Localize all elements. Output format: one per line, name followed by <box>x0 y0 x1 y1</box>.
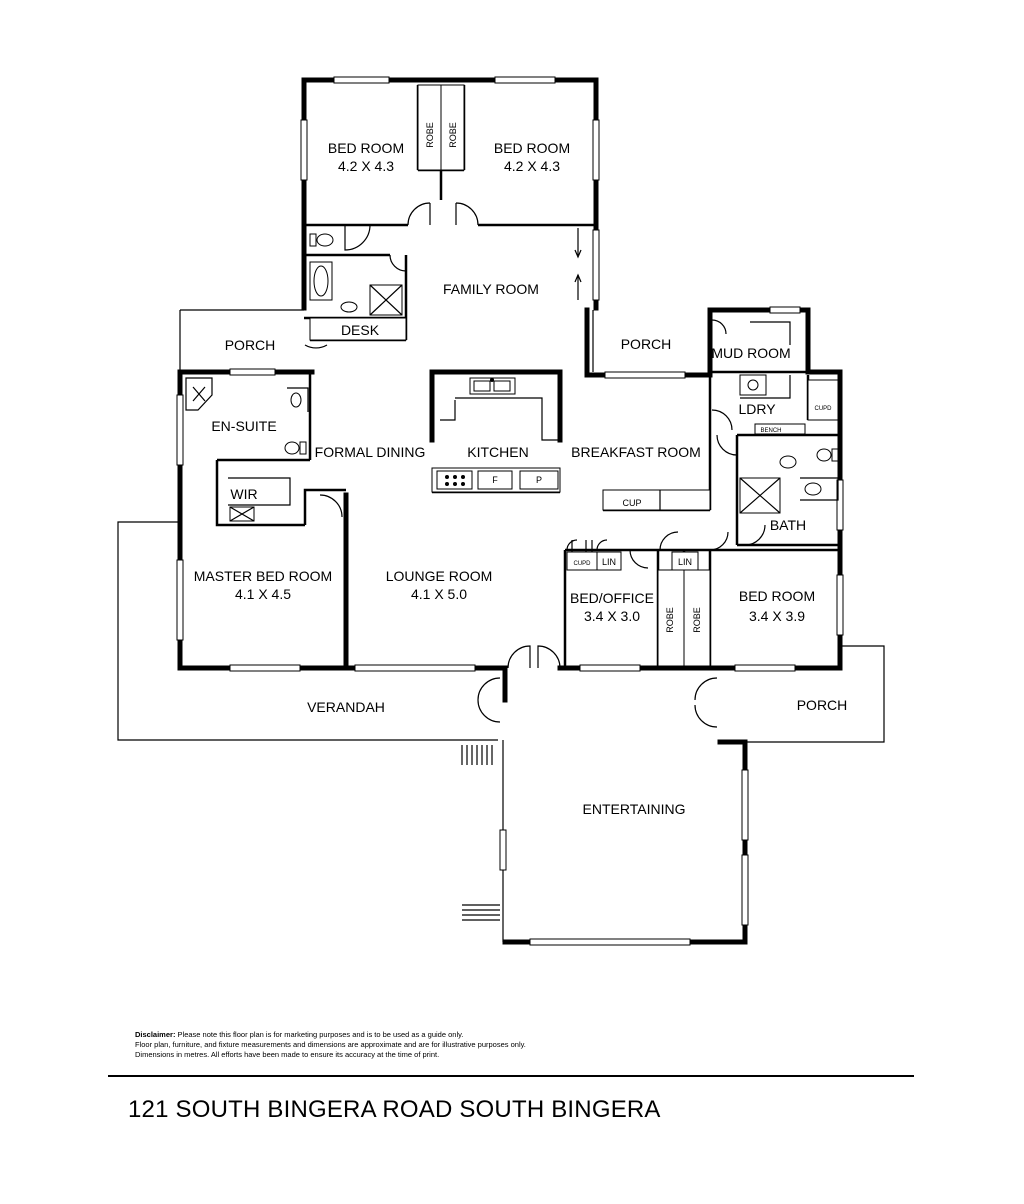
bed-office-name: BED/OFFICE <box>570 590 654 606</box>
windows <box>176 76 844 946</box>
disclaimer-label: Disclaimer: <box>135 1030 176 1039</box>
disclaimer: Disclaimer: Please note this floor plan … <box>135 1030 695 1060</box>
disclaimer-line2: Floor plan, furniture, and fixture measu… <box>135 1040 526 1049</box>
cupd-hall-label: CUPD <box>573 561 591 567</box>
property-address: 121 SOUTH BINGERA ROAD SOUTH BINGERA <box>128 1096 661 1123</box>
breakfast-room-label: BREAKFAST ROOM <box>571 444 701 460</box>
ldry-label: LDRY <box>738 401 776 417</box>
sliding-door-arrows <box>574 228 582 300</box>
family-room-label: FAMILY ROOM <box>443 281 539 297</box>
disclaimer-line1: Please note this floor plan is for marke… <box>175 1030 464 1039</box>
floor-plan: BED ROOM 4.2 X 4.3 BED ROOM 4.2 X 4.3 RO… <box>117 76 885 946</box>
bed3-name: BED ROOM <box>739 588 815 604</box>
pantry-label: P <box>536 475 542 485</box>
bed2-dims: 4.2 X 4.3 <box>504 158 560 174</box>
master-bed-dims: 4.1 X 4.5 <box>235 586 291 602</box>
bed-office-dims: 3.4 X 3.0 <box>584 608 640 624</box>
bed1-name: BED ROOM <box>328 140 404 156</box>
ensuite-label: EN-SUITE <box>211 418 276 434</box>
bed3-dims: 3.4 X 3.9 <box>749 608 805 624</box>
robe4-label: ROBE <box>692 607 702 633</box>
bench-label: BENCH <box>760 428 781 434</box>
master-bed-name: MASTER BED ROOM <box>194 568 332 584</box>
mud-room-label: MUD ROOM <box>711 345 790 361</box>
lin2-label: LIN <box>678 557 692 567</box>
fridge-label: F <box>492 475 498 485</box>
porch-mid-label: PORCH <box>621 336 672 352</box>
wir-label: WIR <box>230 486 257 502</box>
robe1-label: ROBE <box>425 122 435 148</box>
lin1-label: LIN <box>602 557 616 567</box>
robe2-label: ROBE <box>448 122 458 148</box>
bed2-name: BED ROOM <box>494 140 570 156</box>
cup-label: CUP <box>622 498 641 508</box>
porch-left-label: PORCH <box>225 337 276 353</box>
formal-dining-label: FORMAL DINING <box>315 444 426 460</box>
desk-label: DESK <box>341 322 380 338</box>
bed1-dims: 4.2 X 4.3 <box>338 158 394 174</box>
disclaimer-line3: Dimensions in metres. All efforts have b… <box>135 1050 440 1059</box>
fixtures <box>185 84 839 921</box>
doors <box>304 202 766 728</box>
verandah-label: VERANDAH <box>307 699 385 715</box>
outdoor-outlines <box>117 309 885 942</box>
lounge-room-dims: 4.1 X 5.0 <box>411 586 467 602</box>
kitchen-label: KITCHEN <box>467 444 528 460</box>
porch-right-label: PORCH <box>797 697 848 713</box>
robe3-label: ROBE <box>665 607 675 633</box>
lounge-room-name: LOUNGE ROOM <box>386 568 493 584</box>
cupd-ldry-label: CUPD <box>814 406 832 412</box>
room-labels: BED ROOM 4.2 X 4.3 BED ROOM 4.2 X 4.3 RO… <box>194 122 848 817</box>
bath-label: BATH <box>770 517 806 533</box>
divider-line <box>108 1075 914 1077</box>
entertaining-label: ENTERTAINING <box>583 801 686 817</box>
